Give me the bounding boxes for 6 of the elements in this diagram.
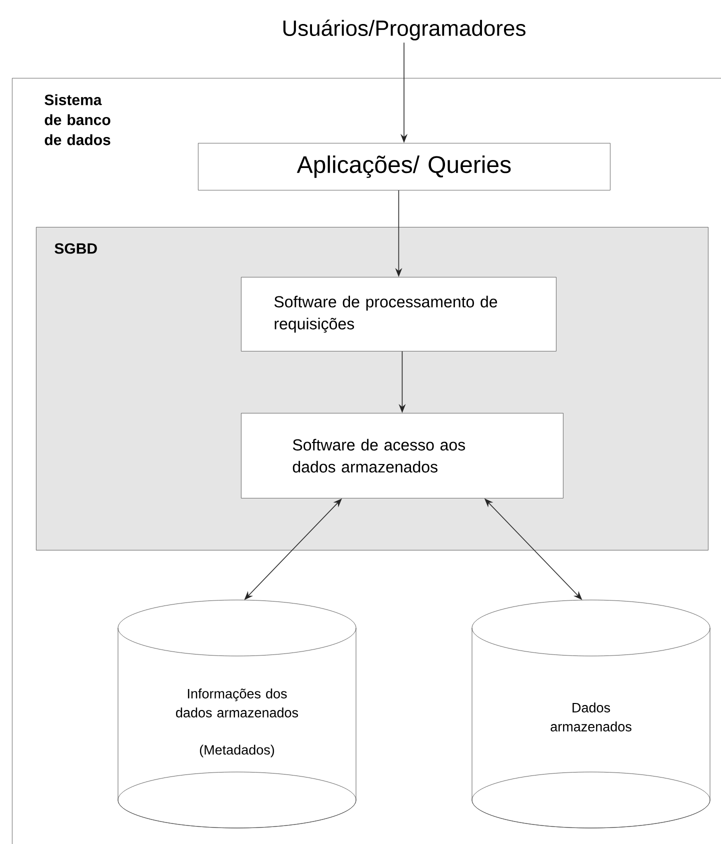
database-cylinder: Dados armazenados [472,600,710,828]
process-box: Software de acesso aos dados armazenados [241,413,564,498]
actor-label: Usuários/Programadores [283,20,526,40]
process-box: Aplicações/ Queries [198,143,610,190]
process-box: Software de processamento de requisições [241,277,556,352]
database-cylinder: Informações dos dados armazenados (Metadados) [118,600,356,828]
